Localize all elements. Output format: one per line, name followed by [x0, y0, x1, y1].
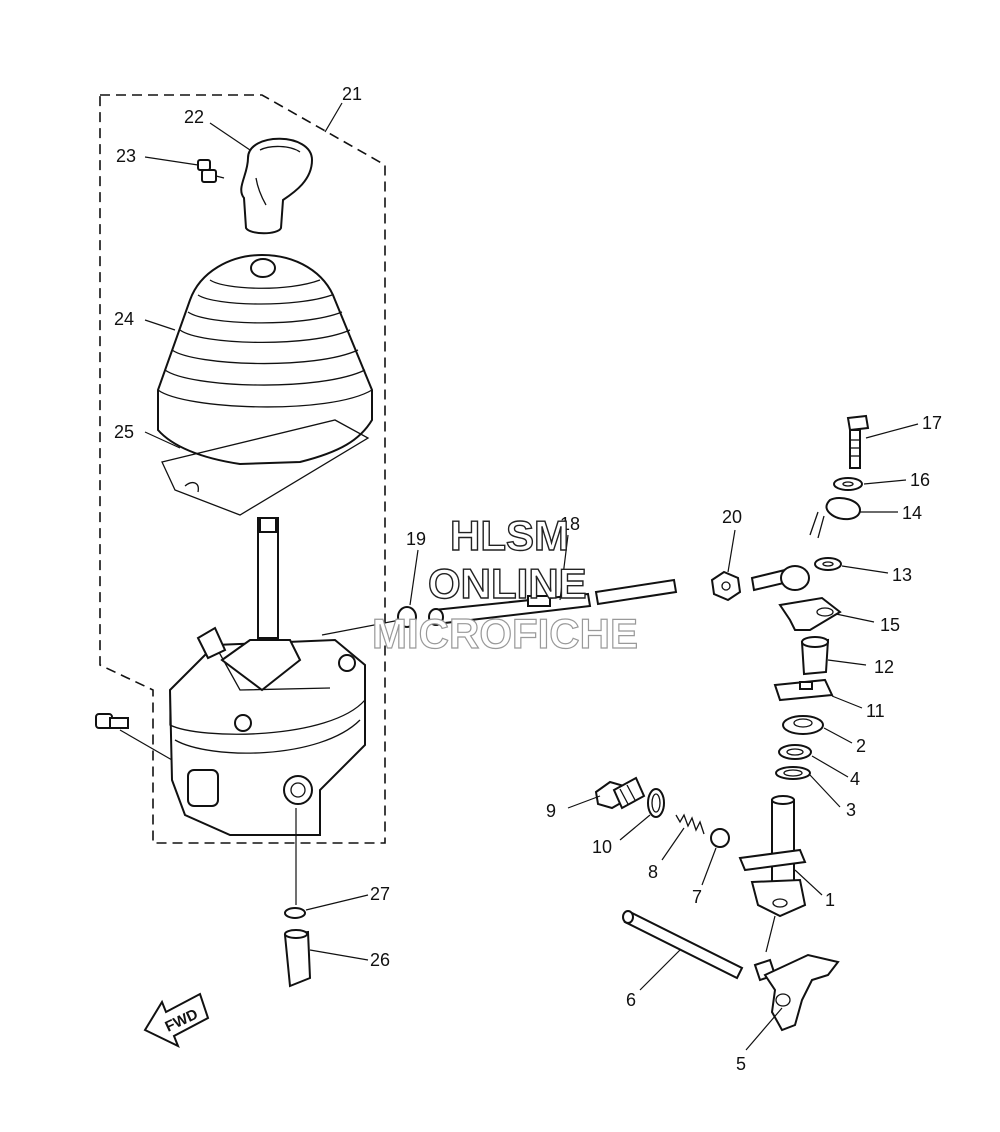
assembly-boundary — [99, 94, 386, 844]
plug-9 — [594, 776, 646, 810]
part-label: 17 — [922, 413, 942, 433]
leader-lines — [119, 102, 919, 1051]
part-label: 8 — [648, 862, 658, 882]
shift-boot — [157, 253, 373, 466]
shift-rod — [428, 578, 678, 626]
ball-joint — [750, 565, 810, 592]
lever-arm — [778, 596, 842, 631]
spring-14 — [809, 497, 862, 539]
shift-knob — [240, 137, 314, 235]
fwd-arrow-icon: FWD — [143, 992, 210, 1049]
knob-screw — [197, 159, 225, 183]
watermark-line-2: ONLINE — [428, 560, 587, 607]
part-labels: 1 2 3 4 5 6 7 8 9 10 11 12 13 14 15 16 1… — [114, 84, 942, 1074]
part-label: 4 — [850, 769, 860, 789]
watermark-line-3: MICROFICHE — [372, 610, 638, 657]
part-label: 20 — [722, 507, 742, 527]
part-label: 12 — [874, 657, 894, 677]
part-label: 18 — [560, 514, 580, 534]
collar — [397, 606, 417, 628]
oring-10 — [647, 788, 665, 818]
bushing-12 — [800, 636, 830, 676]
clip-4 — [778, 744, 812, 760]
part-label: 19 — [406, 529, 426, 549]
part-label: 21 — [342, 84, 362, 104]
nut — [710, 570, 742, 602]
part-label: 7 — [692, 887, 702, 907]
washer-2 — [782, 715, 824, 735]
part-label: 26 — [370, 950, 390, 970]
housing-bolt — [95, 713, 129, 729]
part-label: 16 — [910, 470, 930, 490]
part-label: 5 — [736, 1054, 746, 1074]
clip — [284, 907, 306, 919]
part-label: 2 — [856, 736, 866, 756]
plate-11 — [773, 678, 834, 702]
watermark: HLSM ONLINE MICROFICHE — [371, 511, 638, 657]
part-label: 25 — [114, 422, 134, 442]
part-label: 3 — [846, 800, 856, 820]
washer-16 — [833, 477, 863, 491]
part-label: 15 — [880, 615, 900, 635]
part-label: 11 — [866, 701, 885, 721]
shift-shaft — [738, 795, 807, 918]
part-label: 10 — [592, 837, 612, 857]
guide-bar — [622, 910, 744, 980]
shift-fork — [753, 953, 840, 1032]
shift-lever — [257, 517, 279, 639]
watermark-line-1: HLSM — [450, 512, 569, 559]
bolt-17 — [846, 414, 870, 469]
washer-13 — [814, 557, 842, 571]
part-label: 14 — [902, 503, 922, 523]
part-label: 6 — [626, 990, 636, 1010]
part-label: 1 — [825, 890, 835, 910]
boot-gasket — [161, 419, 370, 516]
part-label: 9 — [546, 801, 556, 821]
part-label: 13 — [892, 565, 912, 585]
washer-3 — [775, 766, 811, 780]
tube — [283, 929, 312, 988]
part-label: 23 — [116, 146, 136, 166]
part-label: 27 — [370, 884, 390, 904]
lever-housing — [168, 626, 366, 836]
part-label: 24 — [114, 309, 134, 329]
spring-8 — [675, 813, 705, 835]
part-label: 22 — [184, 107, 204, 127]
ball-7 — [710, 828, 730, 848]
